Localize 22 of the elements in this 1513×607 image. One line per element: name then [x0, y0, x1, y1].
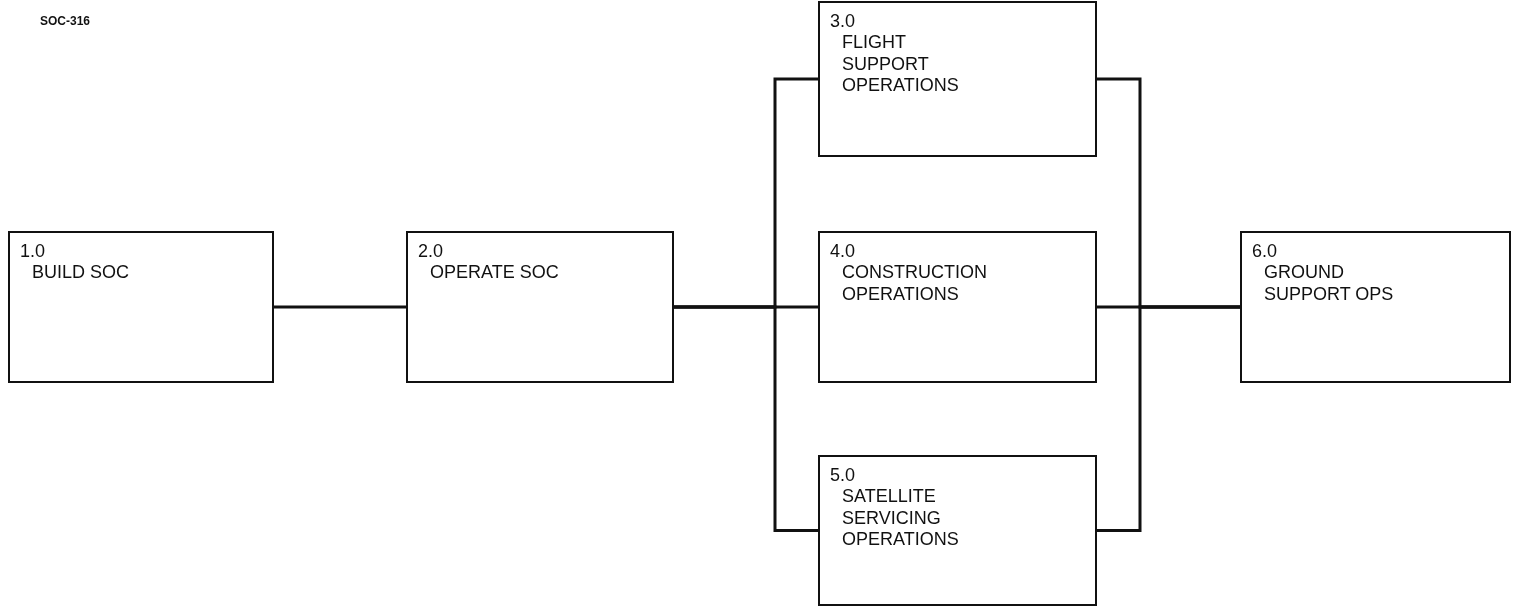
connector-line — [274, 305, 406, 309]
box-number: 1.0 — [20, 241, 46, 262]
box-number: 4.0 — [830, 241, 856, 262]
process-box — [818, 231, 1097, 383]
box-number: 3.0 — [830, 11, 856, 32]
box-title: CONSTRUCTION OPERATIONS — [842, 262, 988, 306]
box-title: FLIGHT SUPPORT OPERATIONS — [842, 32, 960, 97]
process-box — [406, 231, 674, 383]
box-title: GROUND SUPPORT OPS — [1264, 262, 1395, 306]
connector-line — [1097, 305, 1240, 532]
box-title: SATELLITE SERVICING OPERATIONS — [842, 486, 960, 551]
connector-line — [674, 305, 818, 532]
figure-id: SOC-316 — [40, 14, 91, 28]
process-box — [8, 231, 274, 383]
box-number: 6.0 — [1252, 241, 1278, 262]
box-title: OPERATE SOC — [430, 262, 560, 284]
process-box — [1240, 231, 1511, 383]
box-number: 5.0 — [830, 465, 856, 486]
process-box — [818, 455, 1097, 606]
process-box — [818, 1, 1097, 157]
box-number: 2.0 — [418, 241, 444, 262]
box-title: BUILD SOC — [32, 262, 131, 284]
